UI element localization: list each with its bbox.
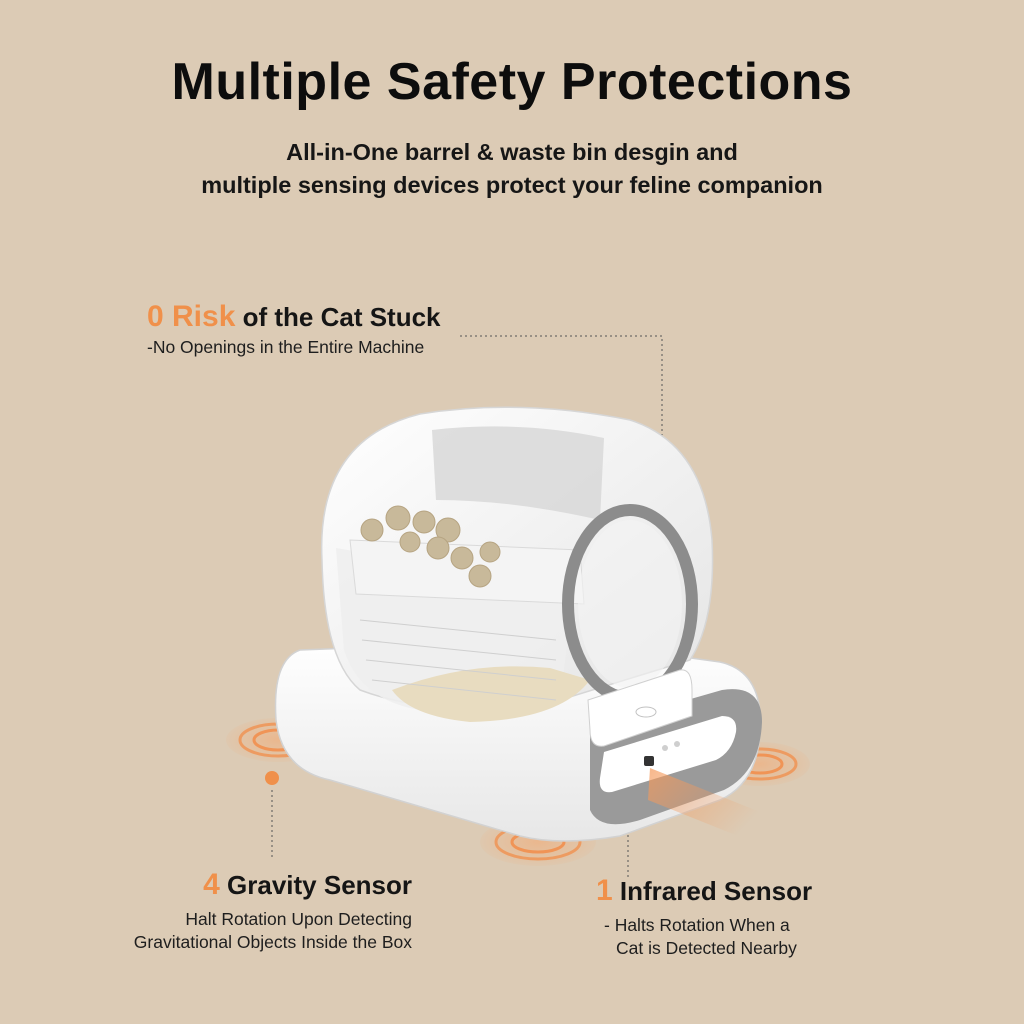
- callout-gravity-sensor: 4 Gravity Sensor Halt Rotation Upon Dete…: [134, 868, 412, 954]
- callout-infrared-desc-line-2: Cat is Detected Nearby: [616, 938, 797, 958]
- callout-gravity-desc-line-1: Halt Rotation Upon Detecting: [185, 909, 412, 929]
- subtitle-line-2: multiple sensing devices protect your fe…: [201, 172, 823, 198]
- callout-infrared-heading: 1 Infrared Sensor: [596, 874, 812, 908]
- callout-gravity-text: Gravity Sensor: [219, 870, 412, 900]
- callout-gravity-accent: 4: [203, 868, 220, 901]
- subtitle-line-1: All-in-One barrel & waste bin desgin and: [286, 139, 738, 165]
- callout-infrared-sensor: 1 Infrared Sensor - Halts Rotation When …: [596, 874, 812, 960]
- callout-infrared-desc-line-1: - Halts Rotation When a: [604, 915, 790, 935]
- callout-infrared-desc: - Halts Rotation When a Cat is Detected …: [596, 914, 812, 960]
- callout-gravity-desc: Halt Rotation Upon Detecting Gravitation…: [134, 908, 412, 954]
- callout-zero-risk-desc: -No Openings in the Entire Machine: [147, 337, 425, 357]
- callout-gravity-heading: 4 Gravity Sensor: [134, 868, 412, 902]
- litter-box-dome: [320, 406, 714, 747]
- callout-zero-risk-accent: 0 Risk: [147, 300, 236, 333]
- infrared-beam: [648, 768, 760, 840]
- callout-infrared-text: Infrared Sensor: [612, 876, 813, 906]
- callout-infrared-accent: 1: [596, 874, 613, 907]
- gravity-dot-icon: [265, 771, 279, 785]
- page-title: Multiple Safety Protections: [171, 53, 853, 111]
- callout-gravity-desc-line-2: Gravitational Objects Inside the Box: [133, 932, 412, 952]
- callout-zero-risk-heading: 0 Risk of the Cat Stuck: [147, 300, 441, 334]
- page-subtitle: All-in-One barrel & waste bin desgin and…: [0, 136, 1024, 202]
- callout-zero-risk-text: of the Cat Stuck: [235, 302, 441, 332]
- callout-zero-risk: 0 Risk of the Cat Stuck -No Openings in …: [147, 300, 441, 359]
